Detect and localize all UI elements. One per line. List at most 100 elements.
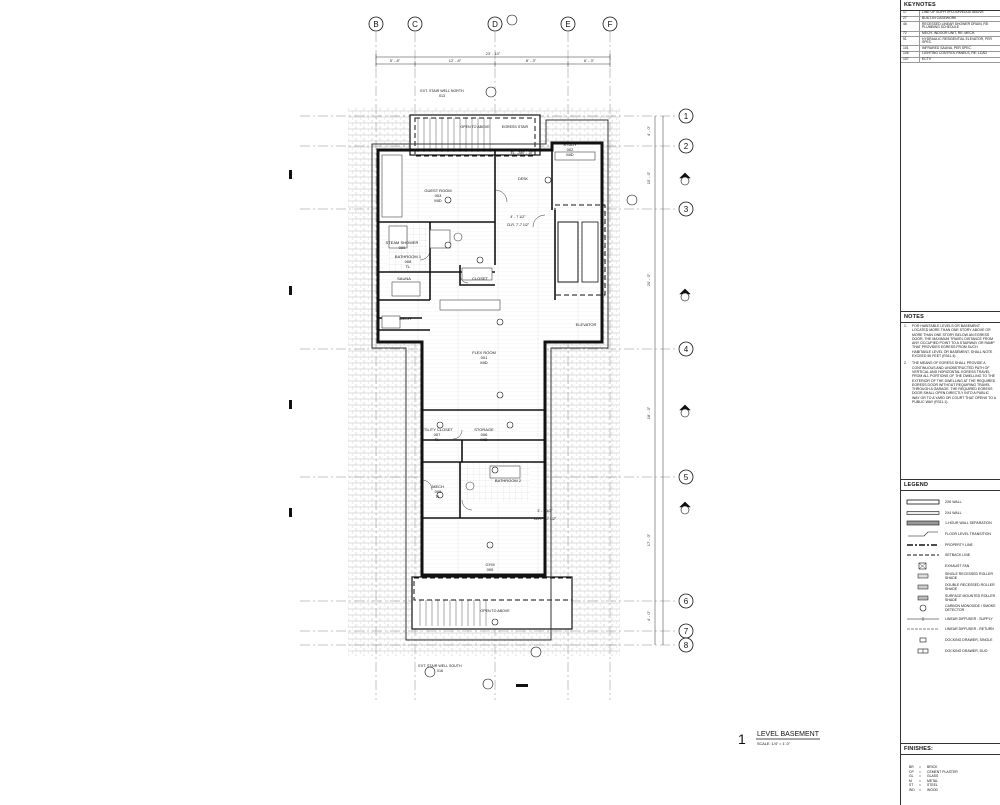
toilet-2 bbox=[465, 481, 475, 491]
plan-annotations: OPEN TO ABOVE EGRESS STAIR OPEN TO ABOVE… bbox=[418, 89, 556, 673]
legend-row: LINEAR DIFFUSER - RETURN bbox=[901, 624, 1000, 635]
elevator-cab bbox=[581, 221, 599, 283]
grid-bubble-4: 4 bbox=[678, 341, 694, 357]
svg-text:7: 7 bbox=[684, 627, 689, 636]
stair-south-label: EXT. STAIR WELL SOUTH bbox=[418, 664, 462, 668]
ceiling-fixtures bbox=[436, 176, 552, 626]
svg-text:15' - 0": 15' - 0" bbox=[646, 171, 651, 184]
room-tag-closet: CLOSET bbox=[472, 276, 489, 281]
svg-text:17' - 0": 17' - 0" bbox=[646, 533, 651, 546]
legend-row: 2X4 WALL bbox=[901, 508, 1000, 519]
stair-treads-south bbox=[419, 600, 487, 626]
mech-unit bbox=[381, 315, 401, 329]
notes-section: NOTES 1.FOR HABITABLE LEVELS OR BASEMENT… bbox=[901, 312, 1000, 480]
svg-text:BATHROOM 2: BATHROOM 2 bbox=[495, 478, 522, 483]
grid-column-bubbles: B C D E F bbox=[368, 16, 618, 32]
legend-row: EXHAUST FAN bbox=[901, 561, 1000, 572]
svg-text:MID: MID bbox=[486, 572, 493, 577]
stairwell-south bbox=[411, 576, 573, 630]
shade-double-icon bbox=[904, 583, 942, 591]
legend-row: DOCKING DRAWER, DUO bbox=[901, 645, 1000, 656]
view-scale: SCALE: 1/4" = 1'-0" bbox=[757, 742, 791, 746]
svg-text:STUDY: STUDY bbox=[563, 142, 577, 147]
diffuser-return-icon bbox=[904, 625, 942, 633]
view-title: LEVEL BASEMENT bbox=[757, 731, 820, 738]
notes-title: NOTES bbox=[901, 312, 1000, 323]
grid-bubble-c: C bbox=[407, 16, 423, 32]
svg-text:008: 008 bbox=[405, 259, 412, 264]
section-markers-left bbox=[289, 170, 292, 517]
svg-text:003: 003 bbox=[435, 193, 442, 198]
reference-markers bbox=[424, 14, 638, 690]
room-tag-mech-1: MECH bbox=[399, 316, 411, 321]
wall-2x4-icon bbox=[904, 509, 942, 517]
svg-text:009: 009 bbox=[399, 245, 406, 250]
grid-row-bubbles: 1 2 3 4 5 6 7 8 bbox=[678, 108, 694, 653]
elevator-shaft bbox=[557, 221, 579, 283]
svg-text:001: 001 bbox=[481, 355, 488, 360]
note-item: 1.FOR HABITABLE LEVELS OR BASEMENT LOCAT… bbox=[904, 324, 995, 359]
room-tag-sauna: SAUNA bbox=[397, 276, 411, 281]
view-number: 1 bbox=[738, 731, 746, 747]
grid-bubble-2: 2 bbox=[678, 138, 694, 154]
docking-single-icon bbox=[904, 636, 942, 644]
stair-treads-north bbox=[417, 118, 491, 152]
finish-row: M=METAL bbox=[909, 778, 939, 783]
detector-icon bbox=[904, 604, 942, 612]
svg-text:C: C bbox=[412, 20, 418, 29]
svg-text:3: 3 bbox=[684, 205, 689, 214]
grid-bubble-e: E bbox=[560, 16, 576, 32]
svg-text:D: D bbox=[492, 20, 498, 29]
svg-text:005: 005 bbox=[435, 489, 442, 494]
finish-row: BR=BRICK bbox=[909, 765, 938, 769]
svg-text:TL: TL bbox=[436, 494, 441, 499]
door-swings bbox=[419, 189, 546, 511]
svg-text:6' - 3": 6' - 3" bbox=[584, 58, 595, 63]
svg-text:8: 8 bbox=[684, 641, 689, 650]
sauna-bench bbox=[391, 281, 421, 297]
finish-row: GL=GLASS bbox=[909, 774, 939, 779]
svg-text:18' - 0": 18' - 0" bbox=[646, 406, 651, 419]
svg-text:B: B bbox=[373, 20, 378, 29]
svg-text:MECH: MECH bbox=[432, 484, 444, 489]
open-above-south-dashed bbox=[413, 577, 573, 601]
dimension-strings-right: 4' - 0" 15' - 0" 20' - 0" 18' - 0" 17' -… bbox=[646, 116, 664, 645]
legend-row: SINGLE RECESSED ROLLER SHADE bbox=[901, 571, 1000, 582]
open-above-south-label: OPEN TO ABOVE bbox=[480, 609, 510, 613]
stair-south-number: 016 bbox=[437, 669, 443, 673]
finish-row: CP=CEMENT PLASTER bbox=[909, 769, 958, 774]
finish-row: WD=WOOD bbox=[909, 787, 938, 792]
exterior-wall bbox=[376, 141, 604, 577]
stair-north-label: EXT. STAIR WELL NORTH bbox=[420, 89, 464, 93]
svg-text:8' - 3": 8' - 3" bbox=[526, 58, 537, 63]
wall-2x6-icon bbox=[904, 498, 942, 506]
svg-text:E: E bbox=[565, 20, 570, 29]
docking-duo-icon bbox=[904, 647, 942, 655]
grid-bubble-3: 3 bbox=[678, 201, 694, 217]
legend-row: FLOOR LEVEL TRANSITION bbox=[901, 529, 1000, 540]
study-desk bbox=[554, 151, 596, 161]
guest-casework bbox=[381, 154, 403, 218]
svg-text:TL: TL bbox=[406, 264, 411, 269]
elevation-label: EL. -280' - 10" bbox=[511, 151, 534, 155]
grid-bubble-1: 1 bbox=[678, 108, 694, 124]
egress-stair-dashed bbox=[414, 117, 536, 157]
legend-row: DOCKING DRAWER, SINGLE bbox=[901, 635, 1000, 646]
exhaust-fan-icon bbox=[904, 562, 942, 570]
toilet-1 bbox=[453, 232, 463, 242]
svg-text:GYM: GYM bbox=[485, 562, 494, 567]
svg-text:006: 006 bbox=[481, 432, 488, 437]
shade-surface-icon bbox=[904, 594, 942, 602]
legend-row: LINEAR DIFFUSER - SUPPLY bbox=[901, 614, 1000, 625]
